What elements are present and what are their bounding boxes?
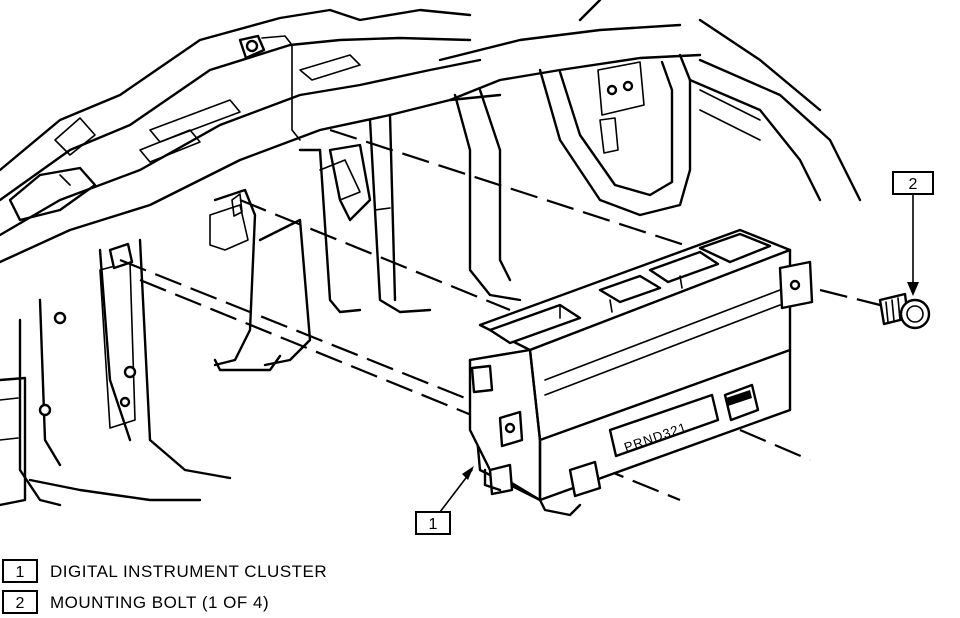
callout-1-number: 1 xyxy=(429,516,438,533)
callout-1-box xyxy=(415,511,451,535)
legend-item-2-box xyxy=(2,590,38,614)
legend-item-1-label: DIGITAL INSTRUMENT CLUSTER xyxy=(50,562,327,581)
callout-1: 1 xyxy=(415,466,474,535)
legend: 1 DIGITAL INSTRUMENT CLUSTER 2 MOUNTING … xyxy=(2,559,327,614)
digital-instrument-cluster: PRND321 xyxy=(468,228,814,517)
mounting-bolt xyxy=(878,292,931,330)
callout-2-number: 2 xyxy=(909,176,918,193)
legend-item-1: 1 DIGITAL INSTRUMENT CLUSTER xyxy=(2,559,327,583)
legend-item-2: 2 MOUNTING BOLT (1 OF 4) xyxy=(2,590,269,614)
alignment-lines xyxy=(119,128,881,502)
legend-item-2-number: 2 xyxy=(16,595,25,612)
callout-2: 2 xyxy=(892,171,934,296)
legend-item-2-label: MOUNTING BOLT (1 OF 4) xyxy=(50,593,269,612)
dashboard-frame xyxy=(0,0,862,507)
legend-item-1-box xyxy=(2,559,38,583)
legend-item-1-number: 1 xyxy=(16,564,25,581)
